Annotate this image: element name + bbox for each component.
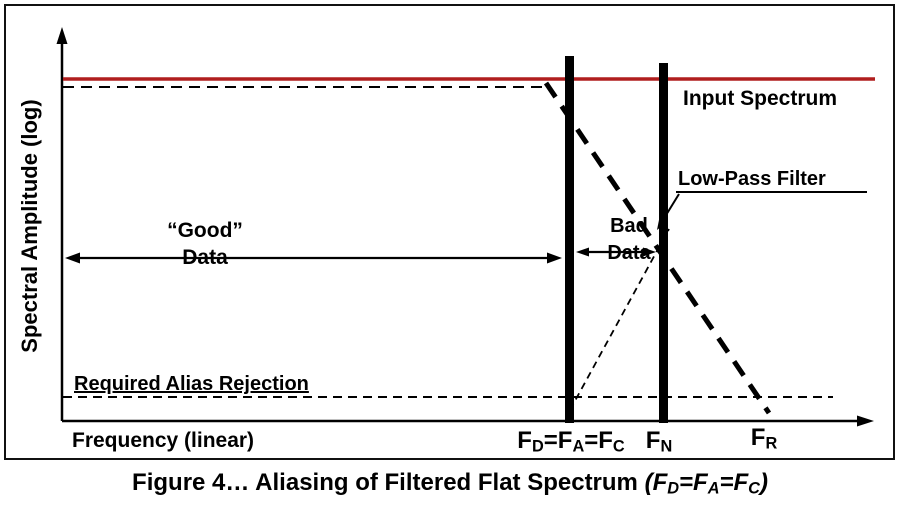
- required-alias-rejection-label: Required Alias Rejection: [74, 373, 309, 395]
- tick-fd-f2: =F: [543, 427, 573, 454]
- y-axis-label: Spectral Amplitude (log): [17, 99, 42, 353]
- tick-fn-sub: N: [660, 437, 673, 456]
- tick-fn-f: F: [645, 427, 661, 454]
- figure-caption: Figure 4… Aliasing of Filtered Flat Spec…: [0, 469, 900, 499]
- low-pass-filter-label: Low-Pass Filter: [678, 168, 826, 190]
- bad-data-label-line1: Bad: [610, 215, 648, 237]
- x-tick-fn: FN: [631, 427, 687, 457]
- caption-prefix: Figure 4… Aliasing of Filtered Flat Spec…: [132, 469, 645, 496]
- good-data-label: “Good” Data: [105, 217, 305, 271]
- bad-data-label-line2: Data: [607, 242, 651, 264]
- caption-formula: (FD=FA=FC): [644, 469, 768, 498]
- bad-data-label: Bad Data: [584, 213, 674, 267]
- good-data-label-line1: “Good”: [167, 219, 243, 242]
- input-spectrum-label: Input Spectrum: [683, 87, 838, 110]
- tick-fd-f3: =F: [584, 427, 613, 454]
- tick-fr-sub: R: [765, 434, 778, 453]
- caption-p4: ): [759, 469, 768, 496]
- good-data-label-line2: Data: [182, 246, 228, 269]
- caption-sub3: C: [748, 479, 760, 498]
- tick-fr-f: F: [750, 424, 766, 451]
- caption-sub1: D: [667, 479, 680, 498]
- caption-p1: (F: [644, 469, 668, 496]
- x-tick-fr: FR: [714, 424, 814, 454]
- tick-fd-sub2: A: [572, 437, 585, 456]
- tick-fd-sub3: C: [612, 437, 625, 456]
- caption-sub2: A: [707, 479, 720, 498]
- tick-fd-f1: F: [517, 427, 532, 454]
- caption-p3: =F: [719, 469, 749, 496]
- tick-fd-sub1: D: [531, 437, 544, 456]
- x-axis-label: Frequency (linear): [72, 429, 255, 452]
- caption-p2: =F: [679, 469, 708, 496]
- x-tick-fd-fa-fc: FD=FA=FC: [471, 427, 671, 457]
